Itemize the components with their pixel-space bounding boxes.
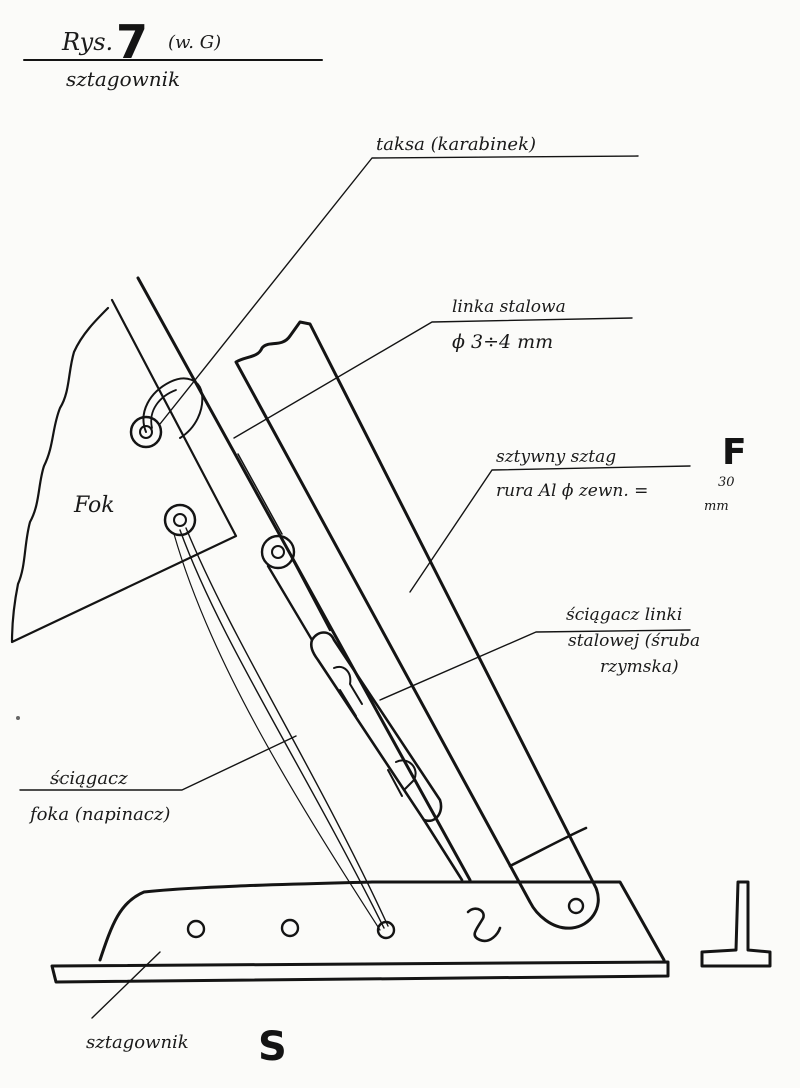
- hook-loop: [142, 377, 204, 439]
- stay-tube-spec: rura Al ϕ zewn. =: [496, 481, 648, 501]
- base-plate-profile: [98, 880, 666, 962]
- stay-leader: [409, 465, 691, 593]
- base-plate: [50, 880, 670, 984]
- downhaul-label-2: foka (napinacz): [28, 804, 170, 825]
- title-block: Rys. 7 (w. G) sztagownik: [23, 15, 323, 91]
- stay-tube: [234, 320, 600, 930]
- figure-note: (w. G): [168, 32, 221, 53]
- turnbuckle-eye: [260, 534, 296, 570]
- base-label: sztagownik: [86, 1032, 189, 1053]
- head-cringle-hole: [139, 425, 153, 439]
- stay-tube-pin-hole: [567, 897, 585, 915]
- turnbuckle: [260, 534, 464, 882]
- turnbuckle-shank: [266, 556, 332, 642]
- wire-upper-strand: [231, 447, 277, 529]
- turnbuckle-label-3: rzymska): [600, 657, 679, 677]
- jib-sail: Fok: [10, 298, 238, 644]
- tack-cringle-hole: [173, 513, 187, 527]
- turnbuckle-body: [309, 631, 443, 823]
- hook-inner: [150, 389, 177, 429]
- steel-wire-label: linka stalowa: [452, 297, 566, 317]
- paper-speck: [58, 778, 62, 782]
- stay-label: sztywny sztag: [496, 447, 616, 467]
- turnbuckle-eye-hole: [271, 545, 285, 559]
- stay-tube-dim-value: 30: [718, 475, 735, 490]
- t-pin: [700, 880, 772, 968]
- stay-tube-outline: [234, 320, 600, 930]
- paper-speck: [16, 716, 20, 720]
- base-letter: S: [258, 1024, 287, 1070]
- hook-label: taksa (karabinek): [376, 134, 536, 155]
- downhaul-leader: [19, 735, 297, 791]
- turnbuckle-lower-shank: [422, 818, 464, 882]
- downhaul-line-1: [179, 529, 385, 929]
- turnbuckle-lower-screw: [387, 759, 417, 797]
- stay-tube-dim-unit: mm: [704, 499, 729, 514]
- figure-subtitle: sztagownik: [66, 67, 180, 91]
- turnbuckle-label-2: stalowej (śruba: [568, 631, 700, 651]
- steel-wire-leader: [233, 317, 633, 439]
- downhaul-line-2: [185, 527, 389, 927]
- base-hook-slot: [466, 907, 502, 943]
- steel-wire-dimension: ϕ 3÷4 mm: [452, 331, 553, 353]
- jib-sail-outline: [10, 298, 238, 644]
- stay-letter: F: [722, 432, 747, 473]
- wire-upper-strand-2: [237, 453, 283, 535]
- downhaul-label-1: ściągacz: [50, 768, 128, 789]
- turnbuckle-leader: [379, 629, 691, 701]
- hook: [142, 377, 204, 439]
- callouts: taksa (karabinek) linka stalowa ϕ 3÷4 mm…: [28, 134, 747, 1070]
- leader-lines: [19, 155, 691, 1019]
- jib-downhaul: [173, 527, 389, 931]
- base-hole-2: [280, 918, 300, 938]
- downhaul-line-3: [173, 533, 381, 931]
- tack-cringle: [163, 503, 197, 537]
- stay-tube-band: [508, 826, 588, 868]
- base-leader: [91, 951, 161, 1019]
- base-hole-3: [376, 920, 396, 940]
- base-plate-flange: [50, 960, 670, 984]
- hook-leader: [159, 155, 639, 425]
- base-hole-1: [186, 919, 206, 939]
- title-prefix: Rys.: [61, 28, 113, 56]
- head-cringle: [129, 415, 163, 449]
- jib-label: Fok: [73, 493, 115, 518]
- turnbuckle-upper-screw: [333, 666, 363, 717]
- t-pin-shape: [700, 880, 772, 968]
- turnbuckle-label-1: ściągacz linki: [566, 605, 682, 625]
